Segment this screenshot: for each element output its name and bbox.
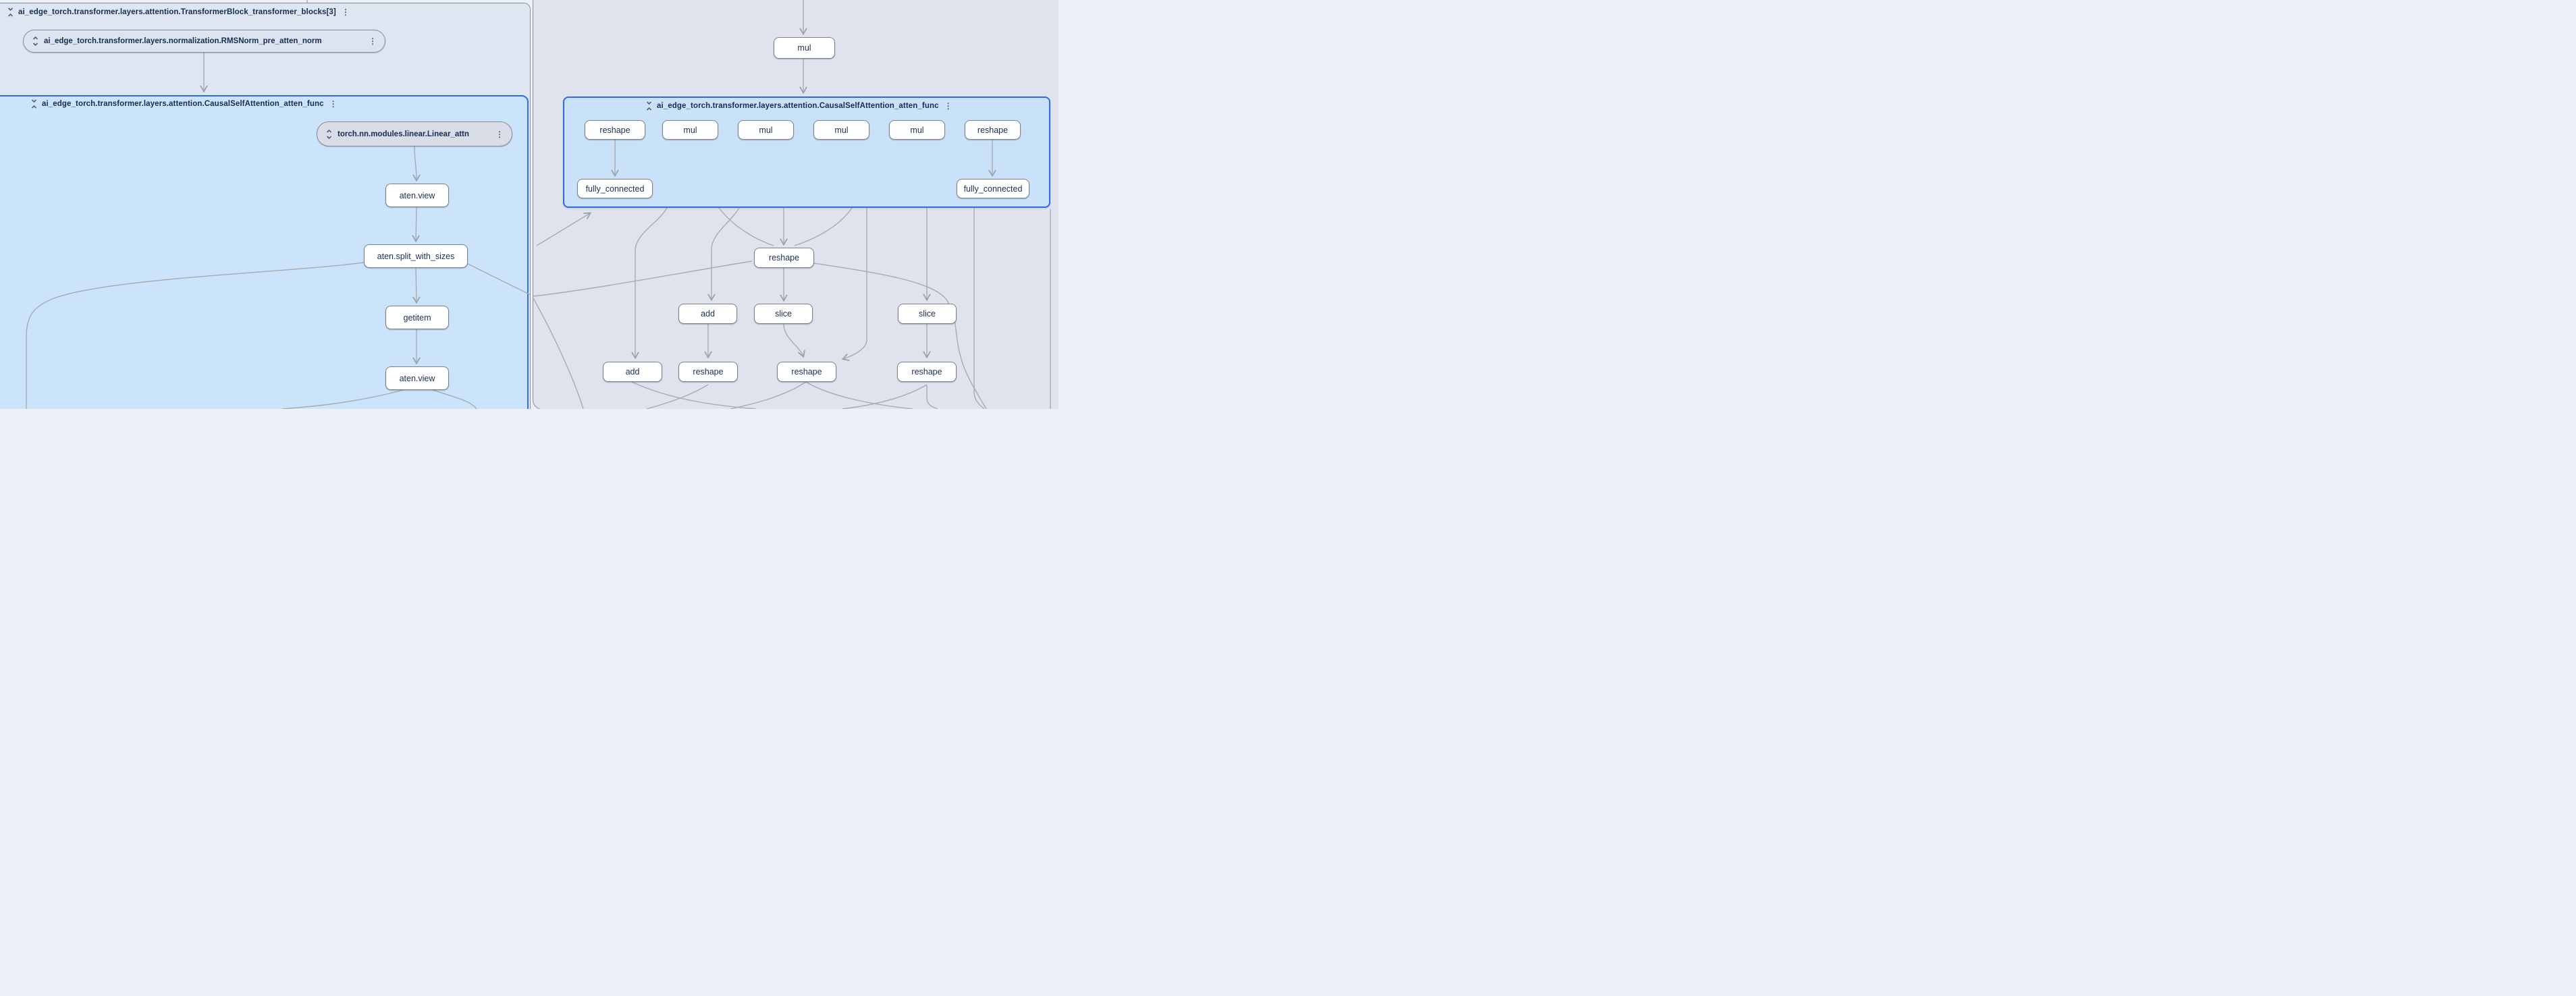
node-reshape-mid[interactable]: reshape bbox=[754, 248, 814, 268]
node-reshape-b2[interactable]: reshape bbox=[777, 362, 836, 382]
kebab-menu-icon[interactable]: ⋮ bbox=[341, 7, 350, 17]
linear-attn-label: torch.nn.modules.linear.Linear_attn bbox=[338, 130, 469, 138]
unfold-less-icon[interactable] bbox=[7, 7, 14, 17]
node-slice-b[interactable]: slice bbox=[898, 304, 957, 324]
node-fully-connected-1[interactable]: fully_connected bbox=[577, 179, 653, 198]
rmsnorm-label: ai_edge_torch.transformer.layers.normali… bbox=[44, 37, 322, 45]
node-rmsnorm-pre-atten-norm[interactable]: ai_edge_torch.transformer.layers.normali… bbox=[23, 30, 385, 53]
kebab-menu-icon[interactable]: ⋮ bbox=[329, 99, 338, 109]
node-mul-r1[interactable]: mul bbox=[662, 120, 718, 140]
node-mul-r2[interactable]: mul bbox=[738, 120, 794, 140]
node-fully-connected-2[interactable]: fully_connected bbox=[957, 179, 1029, 198]
node-aten-view-1[interactable]: aten.view bbox=[385, 184, 449, 207]
node-mul-r4[interactable]: mul bbox=[889, 120, 945, 140]
node-aten-view-2[interactable]: aten.view bbox=[385, 366, 449, 390]
kebab-menu-icon[interactable]: ⋮ bbox=[495, 129, 504, 139]
unfold-less-icon[interactable] bbox=[645, 101, 653, 111]
causal-attention-left-title: ai_edge_torch.transformer.layers.attenti… bbox=[42, 100, 324, 108]
node-reshape-b1[interactable]: reshape bbox=[678, 362, 738, 382]
node-reshape-b3[interactable]: reshape bbox=[897, 362, 957, 382]
node-slice-a[interactable]: slice bbox=[754, 304, 813, 324]
unfold-more-icon[interactable] bbox=[32, 36, 39, 47]
causal-attention-right-title: ai_edge_torch.transformer.layers.attenti… bbox=[657, 102, 939, 110]
node-aten-split-with-sizes[interactable]: aten.split_with_sizes bbox=[364, 244, 468, 268]
causal-attention-left-header: ai_edge_torch.transformer.layers.attenti… bbox=[30, 97, 339, 111]
node-linear-attn[interactable]: torch.nn.modules.linear.Linear_attn ⋮ bbox=[317, 121, 512, 146]
node-reshape-r1[interactable]: reshape bbox=[585, 120, 645, 140]
node-reshape-r2[interactable]: reshape bbox=[965, 120, 1021, 140]
causal-attention-right-header: ai_edge_torch.transformer.layers.attenti… bbox=[645, 99, 954, 113]
unfold-less-icon[interactable] bbox=[30, 99, 38, 109]
node-mul-r3[interactable]: mul bbox=[813, 120, 869, 140]
transformer-block-header: ai_edge_torch.transformer.layers.attenti… bbox=[7, 5, 351, 19]
node-add-top[interactable]: add bbox=[678, 304, 737, 324]
kebab-menu-icon[interactable]: ⋮ bbox=[369, 36, 377, 46]
unfold-more-icon[interactable] bbox=[325, 129, 333, 139]
node-add-bottom[interactable]: add bbox=[603, 362, 662, 382]
node-mul-top[interactable]: mul bbox=[774, 37, 835, 59]
graph-canvas[interactable]: ai_edge_torch.transformer.layers.attenti… bbox=[0, 0, 1058, 409]
transformer-block-title: ai_edge_torch.transformer.layers.attenti… bbox=[18, 8, 336, 16]
node-getitem[interactable]: getitem bbox=[385, 306, 449, 329]
kebab-menu-icon[interactable]: ⋮ bbox=[944, 101, 952, 111]
